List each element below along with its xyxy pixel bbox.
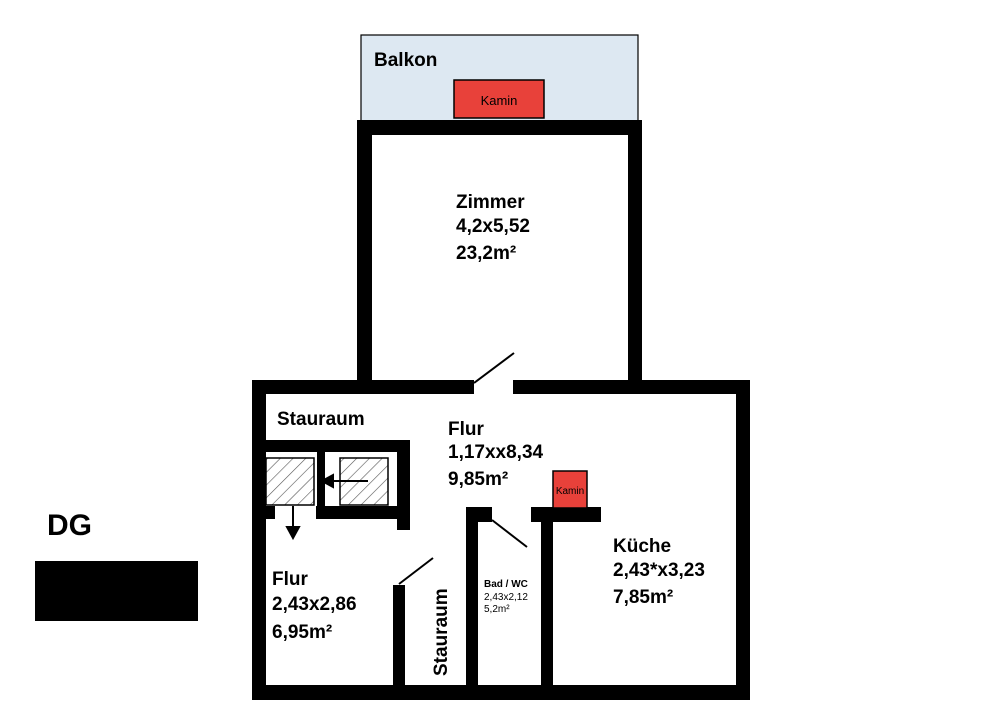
- balcony-label: Balkon: [374, 50, 437, 71]
- bad-dims: 2,43x2,12: [484, 592, 528, 603]
- wall-outer-left: [252, 380, 266, 700]
- flur-main-area: 9,85m²: [448, 469, 508, 490]
- zimmer-name: Zimmer: [456, 192, 525, 213]
- stauraum-top-label: Stauraum: [277, 409, 365, 430]
- balcony-fireplace-label: Kamin: [481, 93, 518, 108]
- wall-zimmer-top: [357, 120, 642, 135]
- wall-storage-mid: [317, 452, 325, 506]
- balcony-fireplace: [453, 79, 545, 119]
- level-bar: [35, 561, 198, 621]
- level-label: DG: [47, 509, 92, 542]
- kueche-dims: 2,43*x3,23: [613, 560, 705, 581]
- wall-bad-left: [466, 507, 478, 688]
- zimmer-area: 23,2m²: [456, 243, 516, 264]
- stair-box-left: [265, 457, 315, 506]
- stauraum-vertical-label: Stauraum: [431, 588, 452, 676]
- wall-stauraum-v-left: [393, 585, 405, 688]
- flur-left-name: Flur: [272, 569, 308, 590]
- kitchen-fireplace-label: Kamin: [556, 486, 584, 497]
- wall-storage-top: [266, 440, 410, 452]
- flur-left-dims: 2,43x2,86: [272, 594, 357, 615]
- wall-mid-left: [252, 380, 474, 394]
- kitchen-fireplace: [552, 470, 588, 509]
- flur-left-area: 6,95m²: [272, 622, 332, 643]
- bad-name: Bad / WC: [484, 579, 528, 590]
- wall-mid-right: [513, 380, 750, 394]
- door-stauraum: [398, 557, 434, 585]
- wall-storage-bottom-right: [316, 506, 410, 519]
- wall-zimmer-right: [628, 120, 642, 382]
- stair-arrow-down: [285, 506, 301, 541]
- wall-zimmer-left: [357, 120, 372, 382]
- kueche-name: Küche: [613, 536, 671, 557]
- wall-bad-right: [541, 507, 553, 688]
- door-zimmer: [473, 352, 515, 384]
- flur-main-dims: 1,17xx8,34: [448, 442, 544, 463]
- door-bad: [491, 519, 528, 548]
- flur-main-name: Flur: [448, 419, 484, 440]
- kueche-area: 7,85m²: [613, 587, 673, 608]
- stair-arrow-left: [319, 473, 368, 489]
- zimmer-dims: 4,2x5,52: [456, 216, 530, 237]
- wall-outer-right: [736, 380, 750, 700]
- wall-outer-bottom: [252, 685, 750, 700]
- bad-area: 5,2m²: [484, 604, 510, 615]
- wall-bad-top-left: [466, 507, 492, 522]
- wall-storage-bottom-left: [266, 506, 275, 519]
